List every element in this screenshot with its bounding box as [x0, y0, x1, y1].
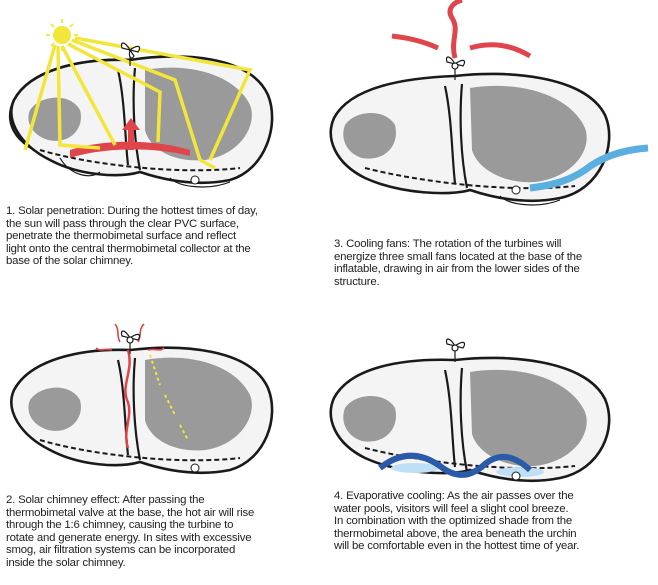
- caption-step-4: 4. Evaporative cooling: As the air passe…: [334, 490, 644, 553]
- water-pool: [391, 463, 439, 473]
- fan-icon: [191, 176, 199, 184]
- caption-step-3: 3. Cooling fans: The rotation of the tur…: [334, 238, 634, 288]
- panel-1-diagram: [10, 19, 272, 187]
- panel-3-diagram: [331, 0, 648, 205]
- fan-icon: [512, 186, 520, 194]
- caption-step-1: 1. Solar penetration: During the hottest…: [6, 205, 306, 268]
- fan-icon: [512, 472, 520, 480]
- caption-step-2: 2. Solar chimney effect: After passing t…: [6, 494, 306, 570]
- panel-2-diagram: [11, 324, 272, 473]
- fan-icon: [191, 464, 199, 472]
- panel-4-diagram: [331, 339, 609, 481]
- hot-air-arrow-icon: [392, 0, 530, 58]
